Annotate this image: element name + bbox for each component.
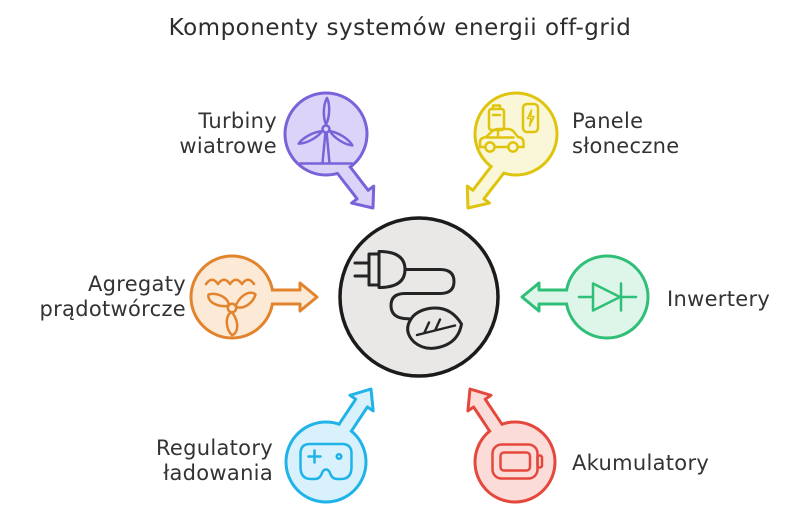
- label-charge-controllers: Regulatory ładowania: [155, 436, 273, 485]
- label-generators: Agregaty prądotwórcze: [39, 272, 186, 321]
- battery-icon: [491, 443, 544, 480]
- node-generators: [189, 254, 319, 340]
- batteries-node-circle: [473, 420, 557, 504]
- ev-charging-icon: [478, 102, 540, 153]
- gamepad-icon: [299, 442, 353, 481]
- wind-turbine-icon: [297, 96, 354, 165]
- node-batteries: [466, 387, 557, 504]
- node-charge-controllers: [284, 387, 375, 504]
- arrow-inverters-to-center: [520, 281, 577, 313]
- node-solar-panels: [465, 91, 559, 210]
- water-propeller-icon: [204, 278, 257, 337]
- diode-icon: [577, 282, 638, 312]
- node-wind-turbines: [283, 91, 376, 210]
- arrow-generators-to-center: [262, 281, 319, 313]
- label-inverters: Inwertery: [667, 287, 771, 311]
- center-hub: [338, 216, 500, 378]
- label-wind-turbines: Turbiny wiatrowe: [179, 109, 277, 158]
- node-inverters: [520, 254, 650, 340]
- plug-leaf-icon: [353, 250, 463, 350]
- label-batteries: Akumulatory: [572, 451, 710, 475]
- controllers-node-circle: [284, 420, 368, 504]
- diagram-title: Komponenty systemów energii off-grid: [168, 15, 632, 41]
- label-solar-panels: Panele słoneczne: [572, 109, 680, 158]
- generators-node-circle: [189, 254, 275, 340]
- center-circle: [338, 216, 500, 378]
